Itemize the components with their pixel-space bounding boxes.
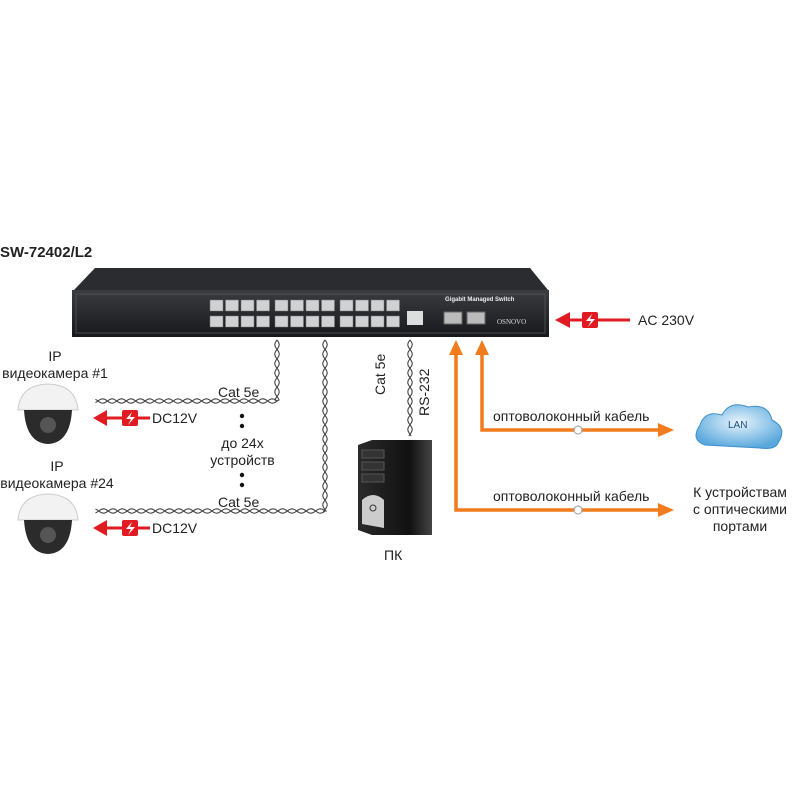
camera-24-line2: видеокамера #24 [0, 475, 114, 491]
pc-icon [358, 440, 432, 535]
power-arrows [93, 312, 630, 536]
ellipsis-dots [239, 413, 245, 488]
rj45-port [225, 315, 239, 328]
rj45-port [355, 299, 369, 312]
fiber-connector-icon [573, 505, 583, 515]
rj45-port [290, 299, 304, 312]
optical-line3: портами [712, 518, 768, 534]
twisted-pair-cable [95, 339, 280, 404]
camera-24-line1: IP [50, 458, 64, 474]
dc-power-arrow-24 [93, 520, 150, 536]
brand-logo: OSNOVO [497, 318, 527, 326]
rj45-port [225, 299, 239, 312]
cable-label-24: Cat 5e [218, 494, 260, 510]
arrow-to-lan [658, 423, 674, 437]
twisted-pair-cables [95, 339, 413, 514]
optical-line2: с оптическими [693, 501, 787, 517]
rj45-port [339, 299, 354, 312]
rj45-port [386, 299, 400, 312]
rj45-port [321, 299, 335, 312]
fiber-connector-icon [573, 425, 583, 435]
pc-label: ПК [384, 547, 403, 563]
rj45-port [305, 315, 320, 328]
rj45-port [209, 315, 224, 328]
dc-power-label-1: DC12V [152, 410, 198, 426]
camera-24-icon [17, 493, 79, 554]
sfp-port-2 [466, 311, 486, 325]
rj45-port [321, 315, 335, 328]
rj45-port [290, 315, 304, 328]
fiber-cables [454, 352, 660, 512]
twisted-pair-cable [407, 339, 413, 437]
rj45-port [240, 299, 255, 312]
pc-serial-label: RS-232 [416, 368, 432, 416]
lan-label: LAN [728, 420, 748, 431]
network-switch [72, 268, 549, 337]
count-line1: до 24х [221, 435, 264, 451]
ac-power-arrow [555, 312, 630, 328]
fiber-label-1: оптоволоконный кабель [493, 408, 650, 424]
switch-label: Gigabit Managed Switch [445, 297, 515, 303]
camera-1-line2: видеокамера #1 [2, 365, 108, 381]
rj45-port [339, 315, 354, 328]
diagram-title: SW-72402/L2 [0, 244, 93, 261]
rj45-port [256, 299, 270, 312]
rj45-port [274, 299, 289, 312]
rj45-port [256, 315, 270, 328]
ac-power-label: AC 230V [638, 312, 695, 328]
rj45-port [386, 315, 400, 328]
rj45-ports [209, 299, 400, 328]
twisted-pair-cable [95, 339, 328, 514]
twisted-pair-cable [407, 339, 413, 437]
rj45-port [355, 315, 369, 328]
dc-power-label-24: DC12V [152, 520, 198, 536]
camera-1-line1: IP [48, 348, 62, 364]
twisted-pair-cable [95, 339, 328, 514]
cable-label-1: Cat 5e [218, 384, 260, 400]
rj45-port [209, 299, 224, 312]
count-line2: устройств [210, 452, 275, 468]
sfp-port-1 [443, 311, 463, 325]
fiber-arrowheads [449, 340, 674, 517]
lan-cloud-icon [695, 404, 783, 449]
rj45-port [274, 315, 289, 328]
dc-power-arrow-1 [93, 410, 150, 426]
fiber-label-2: оптоволоконный кабель [493, 488, 650, 504]
pc-cable-label: Cat 5e [372, 353, 388, 395]
rj45-port [370, 299, 385, 312]
rj45-port [370, 315, 385, 328]
camera-1-icon [17, 383, 79, 444]
console-port [407, 311, 423, 325]
optical-line1: К устройствам [693, 484, 787, 500]
rj45-port [240, 315, 255, 328]
rj45-port [305, 299, 320, 312]
arrow-to-optical [658, 503, 674, 517]
